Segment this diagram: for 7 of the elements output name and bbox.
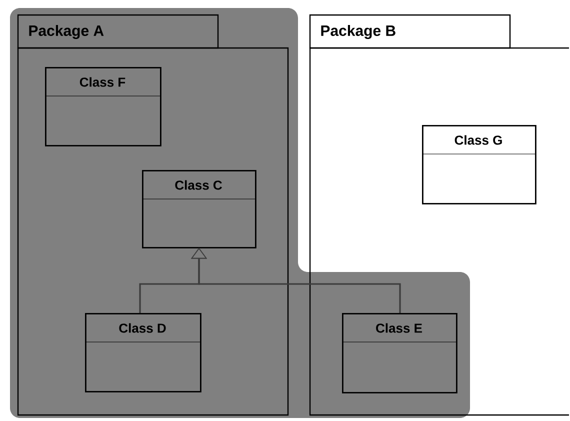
inheritance-arrow: [190, 248, 401, 313]
class-box: Class F: [44, 67, 162, 146]
node-label: Package A: [29, 24, 104, 40]
class-box: Class C: [142, 170, 256, 248]
class-box: Class E: [342, 313, 458, 394]
class-box: Class D: [84, 313, 202, 392]
class-box: Class G: [422, 125, 536, 204]
